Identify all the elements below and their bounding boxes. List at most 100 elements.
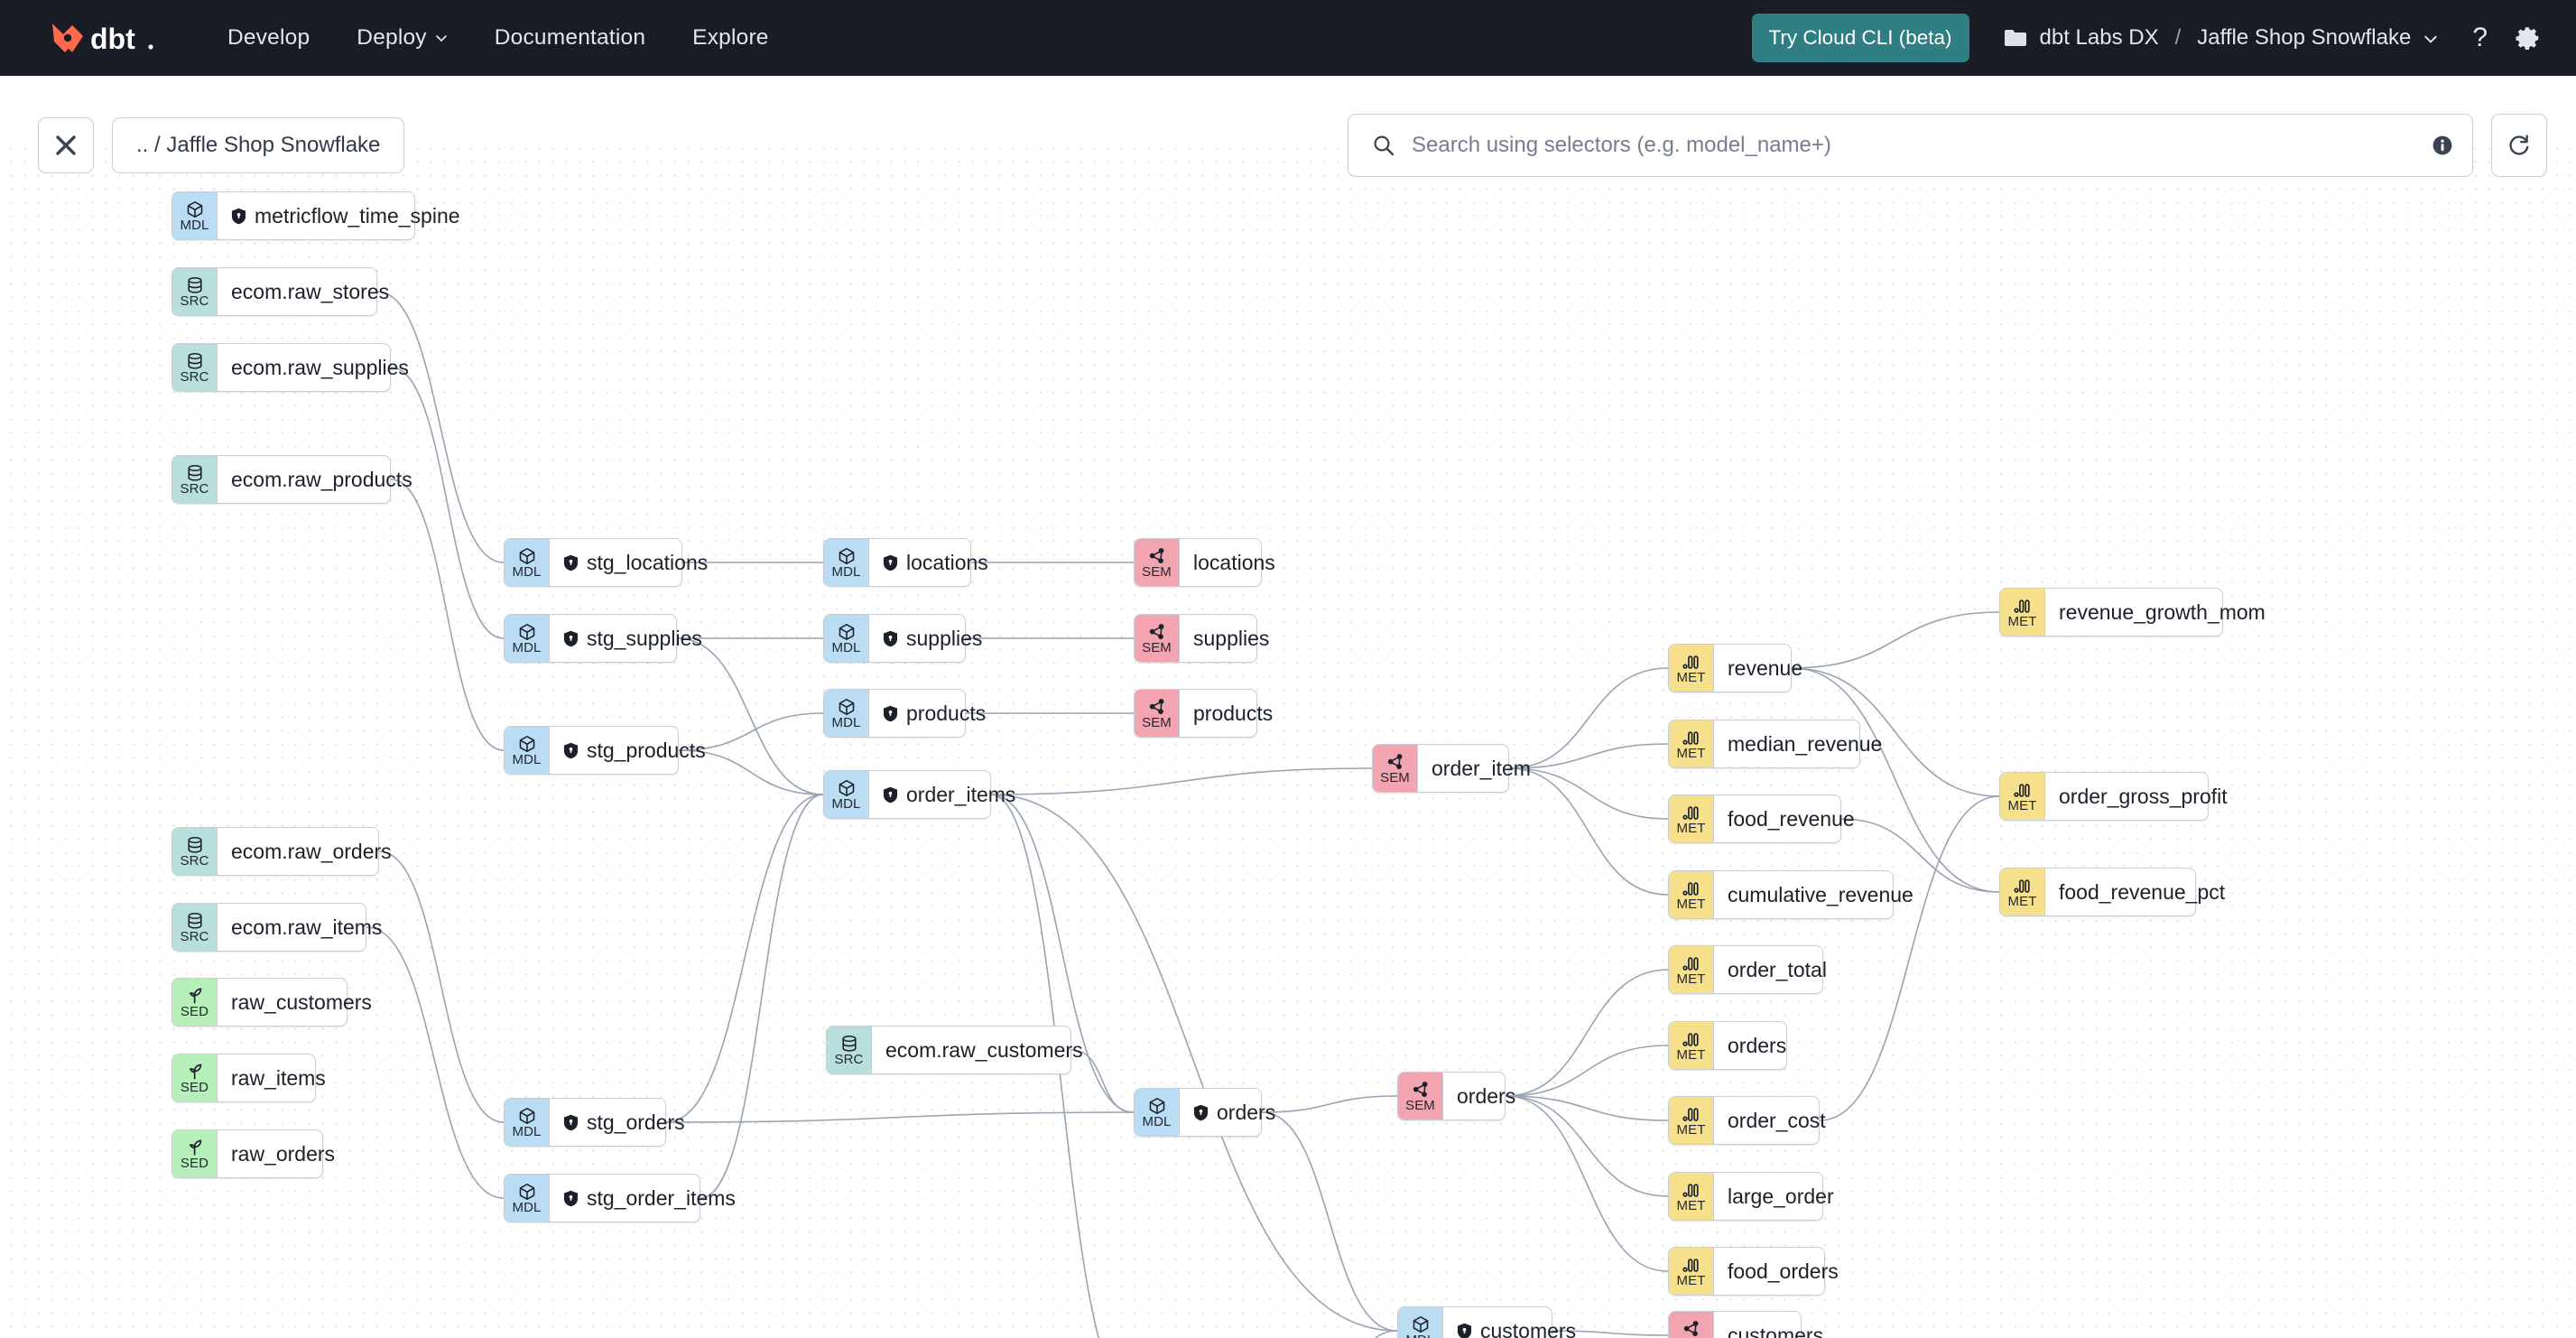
node-label-text: metricflow_time_spine (255, 203, 460, 228)
nav-develop[interactable]: Develop (204, 25, 333, 51)
node-type-badge-src: SRC (172, 456, 218, 503)
node-type-label: MET (1676, 1198, 1706, 1213)
graph-node-sed_raw_orders[interactable]: SED raw_orders (171, 1129, 335, 1178)
node-label-wrap: supplies (869, 615, 998, 662)
node-type-badge-sem: SEM (1135, 690, 1180, 737)
node-type-label: MET (1676, 821, 1706, 836)
node-label-wrap: food_revenue_pct (2045, 869, 2241, 915)
node-label-wrap: ecom.raw_customers (872, 1027, 1099, 1073)
node-label-wrap: ecom.raw_items (218, 904, 398, 951)
lineage-edge-sem_orders-to-met_order_cost (1505, 1095, 1669, 1121)
graph-node-stg_products[interactable]: MDL stg_products (504, 726, 706, 775)
nav-deploy[interactable]: Deploy (333, 25, 470, 51)
project-chevron-down-icon[interactable] (2423, 32, 2437, 44)
node-label-wrap: ecom.raw_orders (218, 828, 408, 875)
graph-node-mdl_locations[interactable]: MDL locations (823, 538, 988, 587)
nav-documentation[interactable]: Documentation (471, 25, 669, 51)
database-icon (187, 352, 202, 369)
node-type-label: MDL (831, 715, 861, 730)
node-label-text: stg_products (587, 738, 706, 762)
lineage-edge-met_revenue-to-met_revenue_growth_mom (1791, 611, 2000, 669)
shield-contract-icon (883, 630, 898, 646)
try-cloud-cli-button[interactable]: Try Cloud CLI (beta) (1751, 13, 1969, 63)
graph-node-mdl_supplies[interactable]: MDL supplies (823, 614, 982, 663)
node-type-badge-mdl: MDL (505, 727, 550, 774)
search-input[interactable] (1412, 133, 2431, 158)
node-label-text: stg_order_items (587, 1185, 736, 1210)
node-label-wrap: stg_supplies (550, 615, 718, 662)
breadcrumb[interactable]: .. / Jaffle Shop Snowflake (112, 117, 405, 173)
bar-chart-icon (1682, 1033, 1699, 1046)
node-label-text: revenue (1728, 655, 1803, 680)
graph-node-stg_order_items[interactable]: MDL stg_order_items (504, 1174, 736, 1222)
node-type-badge-src: SRC (172, 344, 218, 391)
graph-node-mdl_order_items[interactable]: MDL order_items (823, 770, 1015, 819)
node-label-text: cumulative_revenue (1728, 882, 1913, 906)
lineage-edge-src_raw_customers-to-mdl_orders (1070, 1049, 1135, 1113)
shield-contract-icon (563, 630, 579, 646)
close-x-icon[interactable] (38, 117, 94, 173)
graph-node-stg_supplies[interactable]: MDL stg_supplies (504, 614, 702, 663)
node-type-badge-sed: SED (172, 1130, 218, 1177)
semantic-graph-icon (1683, 1321, 1698, 1337)
node-type-badge-src: SRC (827, 1027, 872, 1073)
cube-icon (839, 698, 854, 716)
refresh-icon[interactable] (2491, 114, 2547, 177)
node-label-text: raw_orders (231, 1141, 336, 1166)
node-label-text: supplies (906, 626, 983, 650)
nav-utility-icons: ? (2472, 24, 2542, 51)
lineage-edge-sem_order_item-to-met_revenue (1508, 667, 1669, 769)
info-circle-icon[interactable] (2431, 134, 2454, 157)
graph-node-stg_locations[interactable]: MDL stg_locations (504, 538, 708, 587)
graph-node-sem_customers[interactable]: SEMcustomers (1668, 1311, 1823, 1338)
lineage-edge-met_order_cost-to-met_order_gross_profit (1819, 795, 2000, 1121)
semantic-graph-icon (1413, 1082, 1427, 1098)
search-bar[interactable] (1348, 114, 2473, 177)
nav-explore[interactable]: Explore (669, 25, 792, 51)
node-label-text: orders (1728, 1033, 1787, 1057)
graph-node-stg_orders[interactable]: MDL stg_orders (504, 1098, 685, 1147)
node-label-wrap: food_orders (1714, 1248, 1855, 1295)
graph-node-metricflow_time_spine[interactable]: MDL metricflow_time_spine (171, 191, 460, 240)
node-type-label: SED (180, 1004, 209, 1019)
lineage-edge-mdl_orders-to-sem_orders (1261, 1095, 1398, 1113)
account-name[interactable]: dbt Labs DX (2039, 25, 2159, 50)
graph-node-mdl_orders[interactable]: MDL orders (1134, 1088, 1275, 1137)
bar-chart-icon (2013, 879, 2030, 893)
help-question-icon[interactable]: ? (2472, 23, 2488, 52)
node-type-label: MET (2007, 894, 2037, 909)
project-name[interactable]: Jaffle Shop Snowflake (2197, 25, 2412, 50)
node-label-text: order_cost (1728, 1108, 1826, 1132)
dbt-logo-icon[interactable]: dbt (45, 18, 159, 58)
graph-node-mdl_customers[interactable]: MDL customers (1397, 1306, 1576, 1338)
graph-node-mdl_products[interactable]: MDL products (823, 689, 986, 738)
node-type-label: MDL (512, 752, 542, 767)
gear-icon[interactable] (2515, 24, 2542, 51)
